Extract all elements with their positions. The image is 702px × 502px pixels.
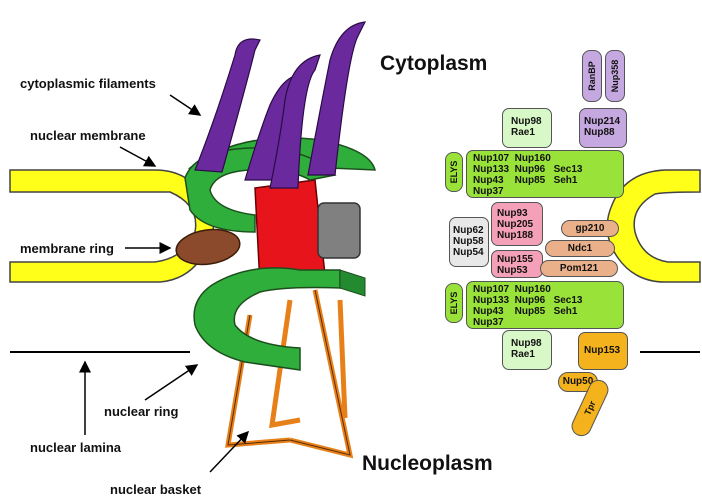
nuclear-ring-bottom xyxy=(194,268,340,370)
arrow-cytoplasmic-filaments xyxy=(170,95,200,115)
label-cytoplasmic-filaments: cytoplasmic filaments xyxy=(20,76,156,91)
label-membrane-ring: membrane ring xyxy=(20,241,114,256)
complex-ndc1: Ndc1 xyxy=(545,240,615,257)
complex-ranbp: RanBP xyxy=(582,50,602,102)
complex-nup358: Nup358 xyxy=(605,50,625,102)
complex-nup155-nup53: Nup155 Nup53 xyxy=(491,250,543,278)
complex-nup62-58-54: Nup62 Nup58 Nup54 xyxy=(449,217,489,267)
label-nucleoplasm: Nucleoplasm xyxy=(362,452,493,476)
arrow-nuclear-ring xyxy=(145,365,197,400)
arrow-nuclear-membrane xyxy=(120,147,155,166)
transport-cargo xyxy=(318,203,360,258)
label-cytoplasm: Cytoplasm xyxy=(380,52,487,76)
label-nuclear-basket: nuclear basket xyxy=(110,482,201,497)
complex-nup214-nup88: Nup214 Nup88 xyxy=(579,108,627,148)
complex-pom121: Pom121 xyxy=(540,260,618,277)
nuclear-basket xyxy=(228,290,350,455)
complex-nup98-rae1-bottom: Nup98 Rae1 xyxy=(502,330,552,370)
label-nuclear-lamina: nuclear lamina xyxy=(30,440,121,455)
complex-elys-bottom: ELYS xyxy=(445,283,463,323)
label-nuclear-ring: nuclear ring xyxy=(104,404,178,419)
complex-y-bottom: Nup107 Nup160 Nup133 Nup96 Sec13 Nup43 N… xyxy=(466,281,624,329)
complex-nup98-rae1-top: Nup98 Rae1 xyxy=(502,108,552,148)
outer-membrane-left xyxy=(10,170,213,282)
complex-nup93-205-188: Nup93 Nup205 Nup188 xyxy=(491,202,543,246)
complex-y-top: Nup107 Nup160 Nup133 Nup96 Sec13 Nup43 N… xyxy=(466,150,624,198)
complex-nup153: Nup153 xyxy=(578,332,628,370)
complex-gp210: gp210 xyxy=(561,220,619,237)
complex-elys-top: ELYS xyxy=(445,152,463,192)
label-nuclear-membrane: nuclear membrane xyxy=(30,128,146,143)
